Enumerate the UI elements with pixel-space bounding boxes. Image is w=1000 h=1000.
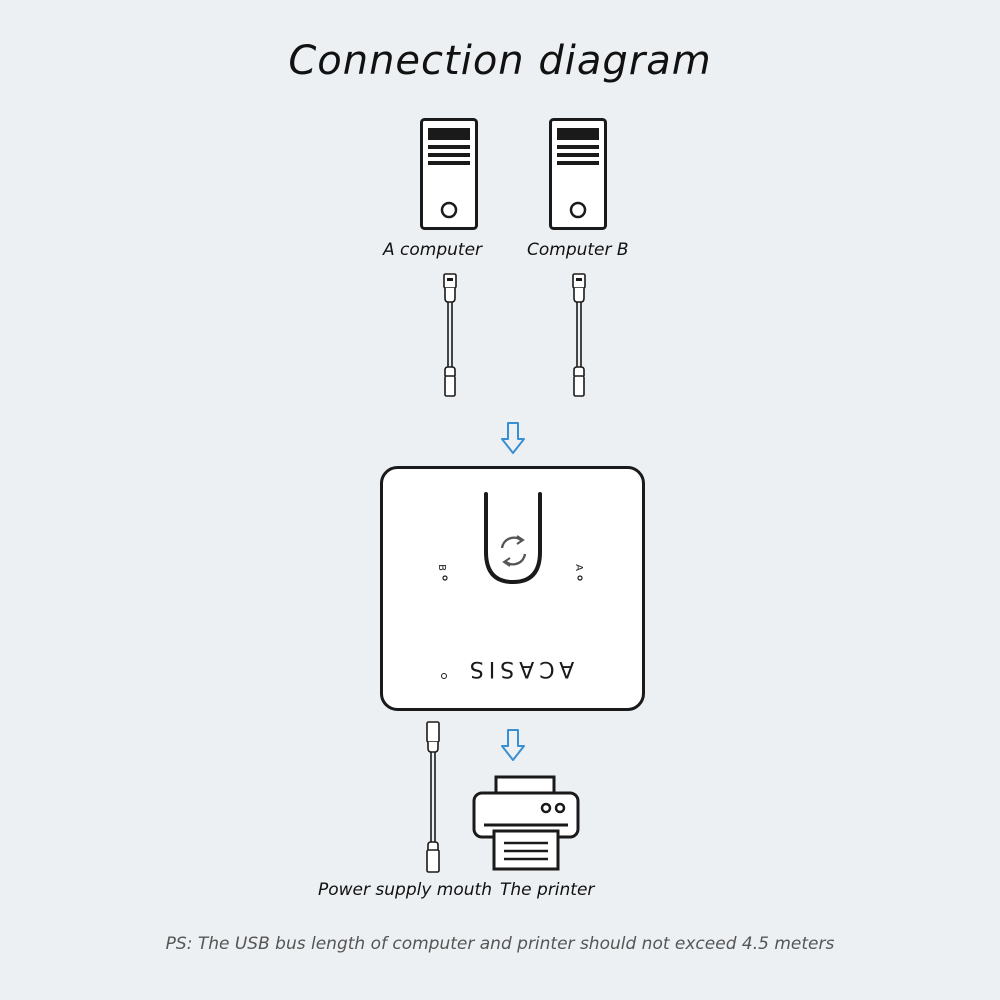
refresh-icon: [500, 535, 527, 567]
power-cable-icon: [426, 721, 440, 873]
computer-a-label: A computer: [383, 240, 483, 260]
footnote: PS: The USB bus length of computer and p…: [165, 934, 835, 954]
down-arrow-icon: [501, 422, 525, 454]
usb-cable-b-icon: [572, 273, 586, 397]
computer-b-label: Computer B: [527, 240, 629, 260]
computer-a-icon: [420, 118, 478, 230]
diagram-title: Connection diagram: [288, 38, 712, 84]
usb-switch-icon: [380, 466, 645, 711]
brand-logo: ACASIS: [464, 656, 575, 681]
port-a-label: A: [572, 564, 584, 571]
down-arrow-icon: [501, 729, 525, 761]
usb-cable-a-icon: [443, 273, 457, 397]
port-b-label: B: [435, 564, 447, 571]
printer-label: The printer: [500, 880, 595, 900]
computer-b-icon: [549, 118, 607, 230]
power-supply-label: Power supply mouth: [318, 880, 492, 900]
printer-icon: [472, 775, 580, 871]
